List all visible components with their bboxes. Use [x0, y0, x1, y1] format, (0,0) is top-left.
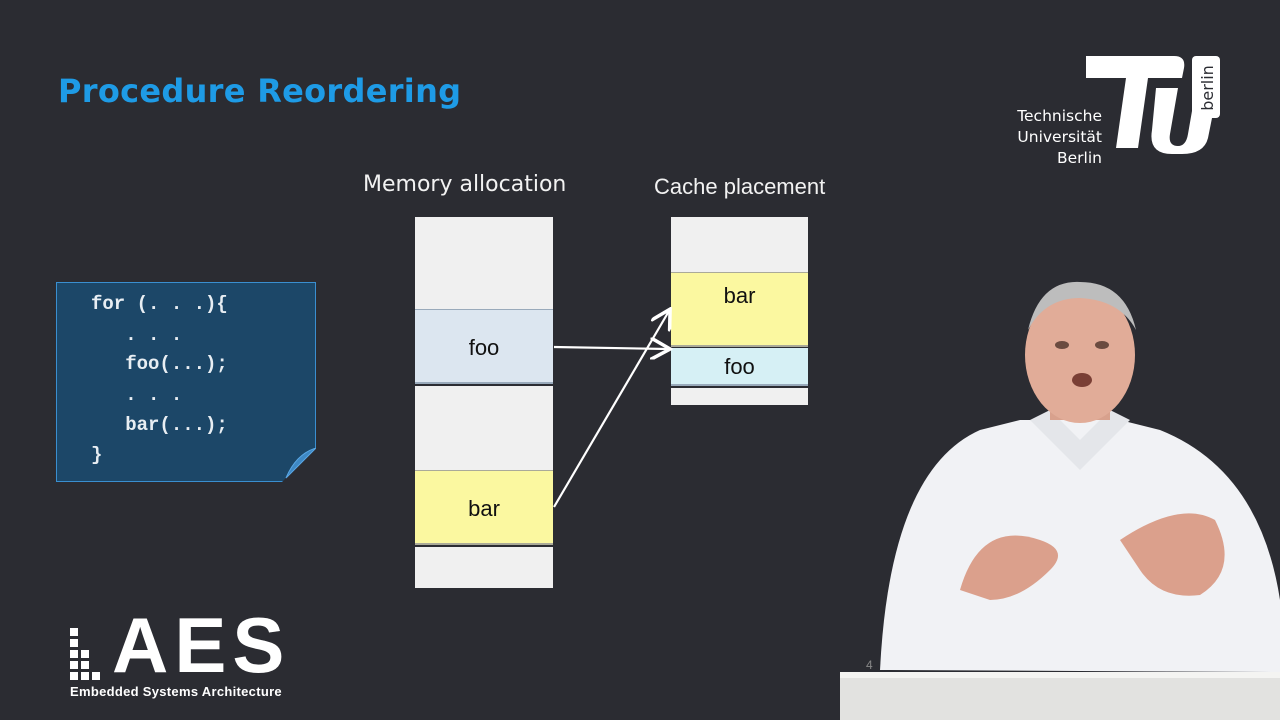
memory-empty-top: [415, 217, 553, 309]
tu-line-2: Universität: [1017, 128, 1102, 146]
memory-foo-block: foo: [415, 309, 553, 384]
cache-empty-bottom: [671, 388, 808, 405]
aes-bars-icon: [70, 628, 100, 680]
aes-wordmark: AES: [112, 601, 291, 689]
cache-placement-label: Cache placement: [654, 174, 826, 199]
memory-empty-middle: [415, 386, 553, 470]
cache-foo-label: foo: [724, 354, 755, 379]
memory-bar-label: bar: [468, 496, 500, 521]
cache-foo-block: foo: [671, 348, 808, 386]
code-line: for (. . .){: [91, 293, 228, 315]
cache-bar-block: bar: [671, 272, 808, 347]
code-line: . . .: [91, 384, 183, 406]
presenter-image: [840, 281, 1280, 720]
foo-arrow: [553, 347, 668, 349]
tu-logo-icon: [1086, 56, 1220, 154]
memory-allocation-label: Memory allocation: [363, 172, 567, 197]
tu-line-1: Technische: [1017, 107, 1102, 125]
memory-empty-bottom: [415, 547, 553, 588]
page-curl-icon: [282, 448, 316, 482]
tu-line-3: Berlin: [1057, 149, 1102, 167]
code-line: . . .: [91, 324, 183, 346]
cache-bar-label: bar: [723, 283, 756, 308]
memory-bar-block: bar: [415, 470, 553, 545]
tu-berlin-name: Technische Universität Berlin: [1017, 106, 1102, 169]
memory-foo-label: foo: [468, 335, 500, 360]
code-note: for (. . .){ . . . foo(...); . . . bar(.…: [56, 282, 316, 482]
bar-arrow: [553, 311, 669, 508]
code-line: }: [91, 444, 103, 466]
cache-empty-top: [671, 217, 808, 272]
code-line: bar(...);: [91, 414, 228, 436]
slide-title: Procedure Reordering: [58, 72, 462, 110]
aes-subtitle: Embedded Systems Architecture: [70, 684, 282, 699]
code-line: foo(...);: [91, 353, 228, 375]
page-number: 4: [866, 658, 873, 672]
